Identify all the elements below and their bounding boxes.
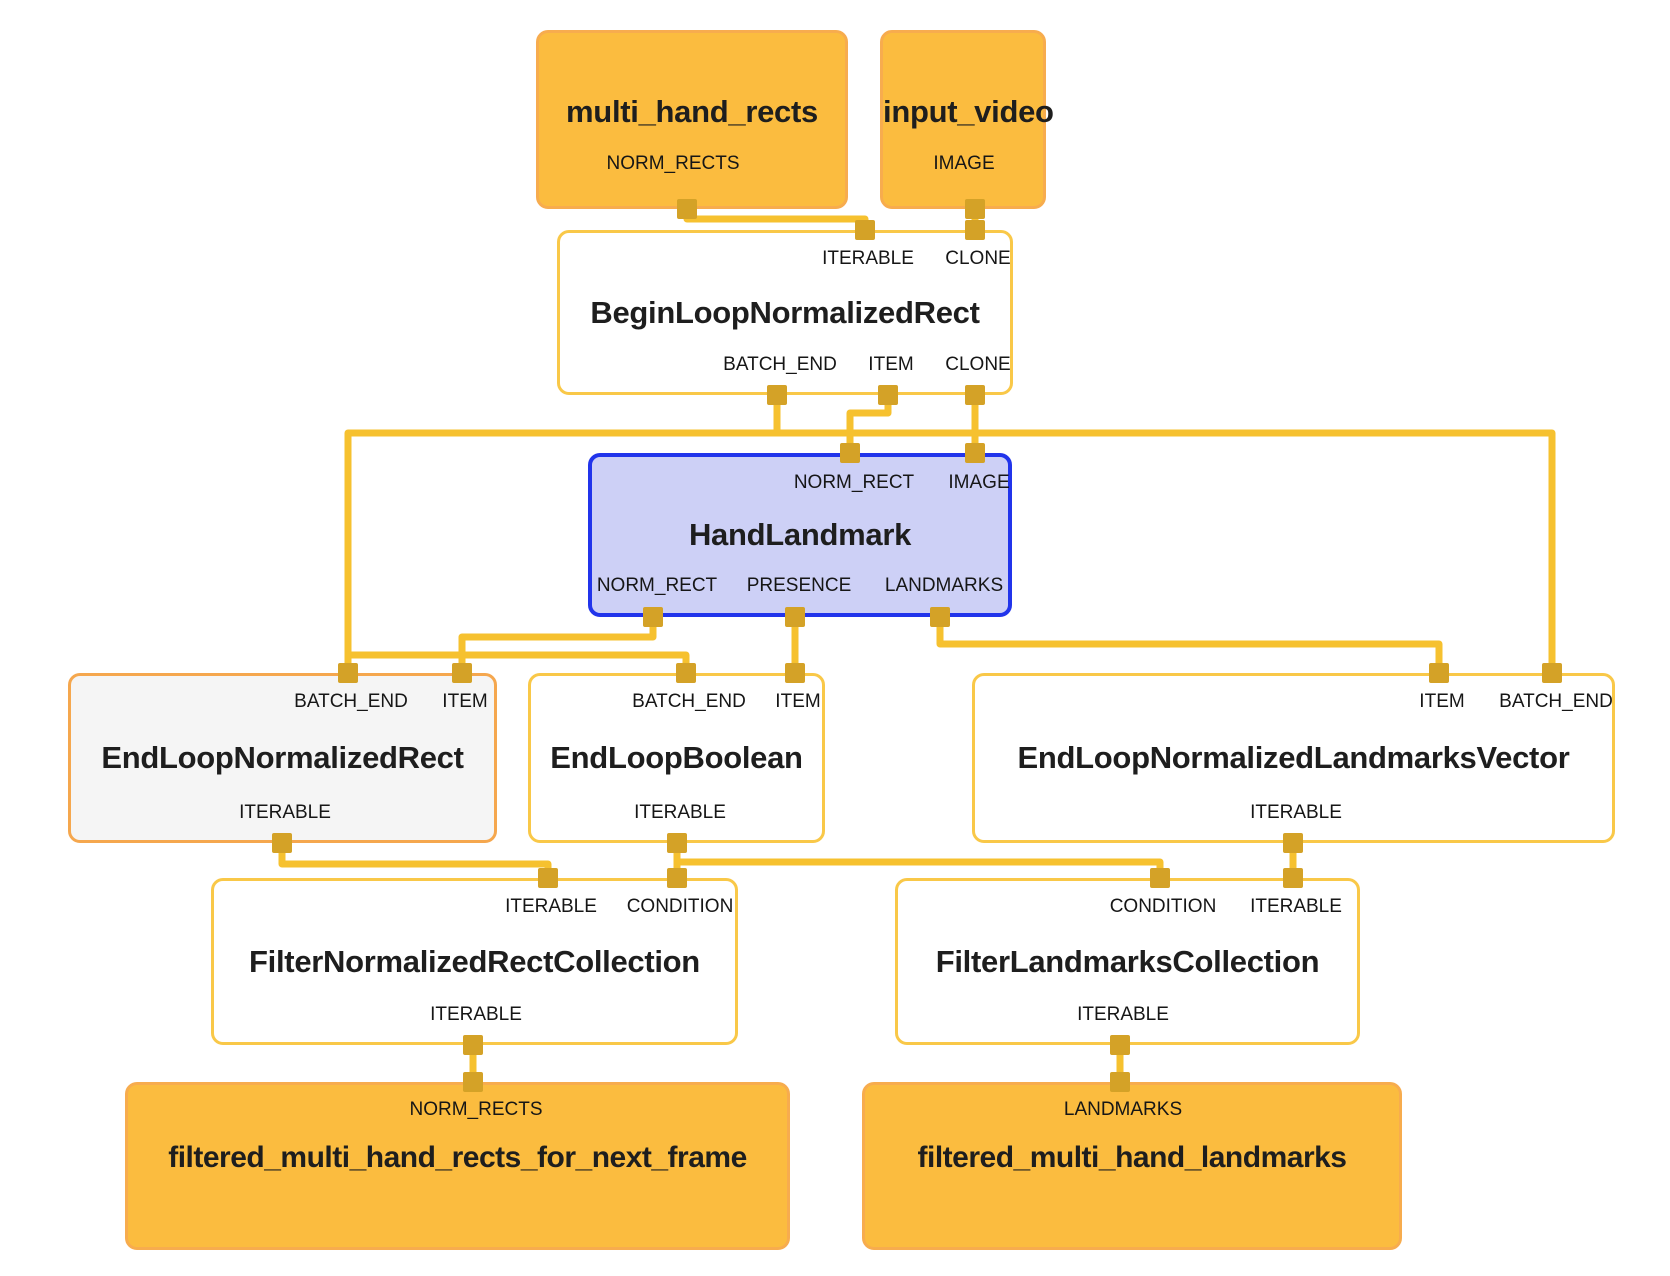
port-label-batch-end: BATCH_END	[1499, 691, 1613, 712]
port-label-norm-rects: NORM_RECTS	[606, 153, 740, 174]
port-label-item: ITEM	[1419, 691, 1465, 712]
node-end-loop-normalized-landmarks-vector[interactable]: ITEM BATCH_END EndLoopNormalizedLandmark…	[972, 673, 1615, 843]
port-label-landmarks: LANDMARKS	[884, 575, 1004, 596]
node-hand-landmark[interactable]: NORM_RECT IMAGE HandLandmark NORM_RECT P…	[588, 453, 1012, 617]
node-title: FilterLandmarksCollection	[935, 943, 1320, 979]
node-input-video[interactable]: input_video IMAGE	[880, 30, 1054, 209]
node-title: HandLandmark	[688, 517, 912, 552]
port-label-norm-rect: NORM_RECT	[596, 575, 718, 596]
node-title: FilterNormalizedRectCollection	[249, 943, 700, 979]
node-multi-hand-rects[interactable]: multi_hand_rects NORM_RECTS	[536, 30, 848, 209]
port-label-norm-rects: NORM_RECTS	[409, 1099, 543, 1120]
port-label-iterable: ITERABLE	[1250, 802, 1342, 823]
node-title: EndLoopNormalizedLandmarksVector	[1017, 740, 1570, 775]
edge-hand_landmark.NORM_RECT-to-end_loop_rect.ITEM	[458, 617, 657, 673]
port-label-iterable: ITERABLE	[634, 802, 726, 823]
edge-hand_landmark.LANDMARKS-to-end_loop_landmarks.ITEM	[936, 617, 1443, 673]
port-label-batch-end: BATCH_END	[632, 691, 746, 712]
port-label-iterable: ITERABLE	[505, 896, 597, 917]
port-label-item: ITEM	[868, 354, 914, 375]
port-label-condition: CONDITION	[1109, 896, 1217, 917]
edge-end_loop_rect.ITERABLE-to-filter_rects.ITERABLE	[278, 843, 552, 878]
port-label-item: ITEM	[442, 691, 488, 712]
node-title: input_video	[883, 93, 1054, 129]
port-label-presence: PRESENCE	[746, 575, 852, 596]
node-end-loop-boolean[interactable]: BATCH_END ITEM EndLoopBoolean ITERABLE	[528, 673, 825, 843]
node-filtered-multi-hand-rects-for-next-frame[interactable]: NORM_RECTS filtered_multi_hand_rects_for…	[125, 1082, 790, 1250]
node-title: EndLoopBoolean	[550, 740, 803, 775]
node-title: filtered_multi_hand_landmarks	[917, 1141, 1347, 1174]
edge-end_loop_bool.ITERABLE-to-filter_landmarks.CONDITION	[677, 858, 1164, 878]
edge-begin_loop.ITEM-to-hand_landmark.NORM_RECT	[846, 395, 892, 453]
port-label-clone: CLONE	[945, 354, 1011, 375]
node-title: multi_hand_rects	[566, 93, 818, 129]
port-label-norm-rect: NORM_RECT	[793, 472, 915, 493]
node-end-loop-normalized-rect[interactable]: BATCH_END ITEM EndLoopNormalizedRect ITE…	[68, 673, 497, 843]
port-label-image: IMAGE	[933, 153, 995, 174]
node-title: EndLoopNormalizedRect	[101, 740, 464, 775]
node-filter-landmarks-collection[interactable]: CONDITION ITERABLE FilterLandmarksCollec…	[895, 878, 1360, 1045]
edge-multi_hand_rects.NORM_RECTS-to-begin_loop.ITERABLE	[683, 209, 869, 230]
port-label-clone: CLONE	[945, 248, 1011, 269]
port-label-iterable: ITERABLE	[239, 802, 331, 823]
node-title: filtered_multi_hand_rects_for_next_frame	[168, 1141, 747, 1174]
port-label-condition: CONDITION	[626, 896, 734, 917]
node-begin-loop-normalized-rect[interactable]: ITERABLE CLONE BeginLoopNormalizedRect B…	[557, 230, 1013, 395]
node-title: BeginLoopNormalizedRect	[590, 294, 980, 330]
port-label-iterable: ITERABLE	[822, 248, 914, 269]
node-filter-normalized-rect-collection[interactable]: ITERABLE CONDITION FilterNormalizedRectC…	[211, 878, 738, 1045]
port-label-iterable: ITERABLE	[1077, 1004, 1169, 1025]
edge-batch_end_bus-to-end_loop_bool.BATCH_END	[348, 651, 690, 673]
port-label-batch-end: BATCH_END	[723, 354, 837, 375]
node-filtered-multi-hand-landmarks[interactable]: LANDMARKS filtered_multi_hand_landmarks	[862, 1082, 1402, 1250]
port-label-iterable: ITERABLE	[1250, 896, 1342, 917]
port-label-image: IMAGE	[948, 472, 1010, 493]
port-label-iterable: ITERABLE	[430, 1004, 522, 1025]
port-label-landmarks: LANDMARKS	[1063, 1099, 1183, 1120]
port-label-item: ITEM	[775, 691, 821, 712]
port-label-batch-end: BATCH_END	[294, 691, 408, 712]
